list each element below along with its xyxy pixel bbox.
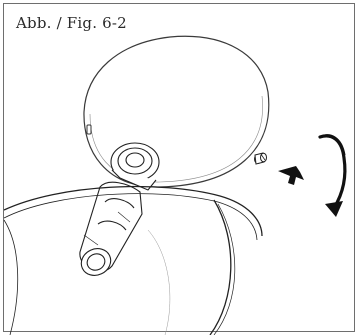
- lamp-shade: [3, 185, 263, 335]
- canopy-tab: [86, 124, 92, 135]
- push-arrow: [278, 166, 304, 185]
- lamp-socket: [79, 142, 160, 276]
- figure-caption: Abb. / Fig. 6-2: [16, 14, 127, 32]
- side-screw: [254, 152, 267, 165]
- rotate-arrow: [318, 134, 347, 217]
